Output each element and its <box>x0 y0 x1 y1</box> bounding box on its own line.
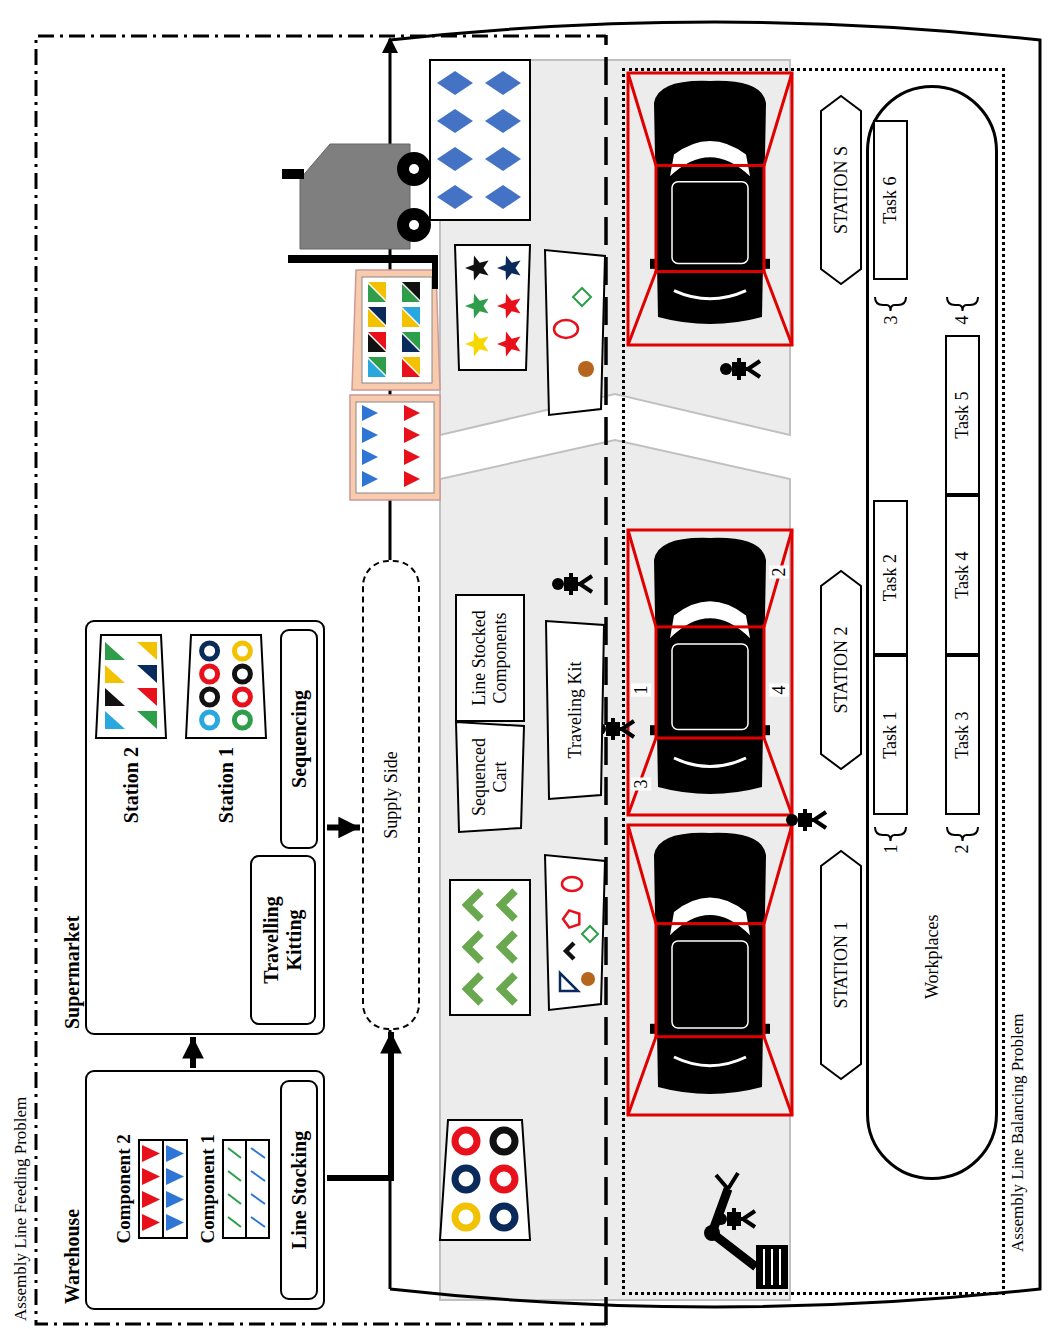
node-label: Task 1 <box>880 711 901 758</box>
supply-loop: Supply Side <box>362 560 420 1030</box>
node-label: Assembly Line Balancing Problem <box>1008 1014 1028 1252</box>
cart-shape: Traveling Kit <box>545 620 605 800</box>
node-outline <box>95 634 167 739</box>
workplace-number: 2 <box>769 566 789 579</box>
node-label: Task 6 <box>880 176 901 223</box>
station-tag: STATION S <box>820 95 862 285</box>
row-number: 1 <box>881 843 901 856</box>
balancing-region: Assembly Line Balancing ProblemSTATION 1… <box>622 68 1005 1295</box>
workplace-number: 1 <box>631 684 651 697</box>
row-number: 2 <box>952 843 972 856</box>
sequenced-cart: Station 2 <box>95 634 167 739</box>
node-label: Task 5 <box>952 391 973 438</box>
facility-box: WarehouseComponent 2Component 1Line Stoc… <box>85 1070 325 1310</box>
node-label: STATION 2 <box>831 626 852 713</box>
cart-shape: Sequenced Cart <box>455 721 525 833</box>
node-label: Supermarket <box>61 916 84 1029</box>
flow-arrow <box>327 825 360 831</box>
task-box: Task 3 <box>945 655 980 815</box>
process-box: Travelling Kitting <box>250 855 316 1025</box>
node-label: Warehouse <box>61 1209 84 1304</box>
node-label: Task 4 <box>952 551 973 598</box>
node-label: Travelling Kitting <box>260 878 306 1003</box>
sequenced-cart: Station 1 <box>185 634 267 739</box>
feeding-region: Assembly Line Feeding ProblemWarehouseCo… <box>35 35 608 1325</box>
node-label: Traveling Kit <box>565 662 586 759</box>
node-label: Component 2 <box>113 1134 135 1243</box>
component-shelf: Component 2 <box>138 1139 188 1239</box>
facility-box: SupermarketStation 2Station 1SequencingT… <box>85 620 325 1035</box>
node-label: Task 3 <box>952 711 973 758</box>
station-tag: STATION 2 <box>820 570 862 770</box>
task-box: Task 4 <box>945 495 980 655</box>
workplace-number: 3 <box>631 778 651 791</box>
node-outline <box>138 1139 188 1239</box>
node-label: Station 2 <box>120 747 143 823</box>
node-outline <box>185 634 267 739</box>
node-label: Station 1 <box>215 747 238 823</box>
storage-box: Line Stocked Components <box>455 594 525 722</box>
flow-arrow <box>190 1037 196 1068</box>
task-box: Task 2 <box>873 500 908 655</box>
node-label: Workplaces <box>922 914 943 999</box>
node-label: Line Stocking <box>288 1131 311 1249</box>
node-outline <box>222 1139 270 1239</box>
node-label: Sequencing <box>288 690 311 788</box>
component-shelf: Component 1 <box>222 1139 270 1239</box>
row-number: 3 <box>881 314 901 327</box>
row-number: 4 <box>952 314 972 327</box>
process-box: Sequencing <box>280 629 318 849</box>
flow-arrow <box>327 1032 391 1178</box>
node-label: Line Stocked Components <box>469 604 510 712</box>
node-label: STATION S <box>831 146 852 234</box>
node-label: STATION 1 <box>831 921 852 1008</box>
workplace-track: Workplaces Task 1 Task 2 Task 3 Task 4 Task 5… <box>866 85 998 1180</box>
node-label: Component 1 <box>197 1134 219 1243</box>
node-label: Assembly Line Feeding Problem <box>11 1097 31 1321</box>
workplace-number: 4 <box>769 684 789 697</box>
station-tag: STATION 1 <box>820 850 862 1080</box>
node-label: Task 2 <box>880 554 901 601</box>
node-label: Sequenced Cart <box>469 731 510 823</box>
node-label: Supply Side <box>381 751 402 839</box>
process-box: Line Stocking <box>280 1080 318 1300</box>
task-box: Task 5 <box>945 335 980 495</box>
task-box: Task 6 <box>873 120 908 280</box>
task-box: Task 1 <box>873 655 908 815</box>
